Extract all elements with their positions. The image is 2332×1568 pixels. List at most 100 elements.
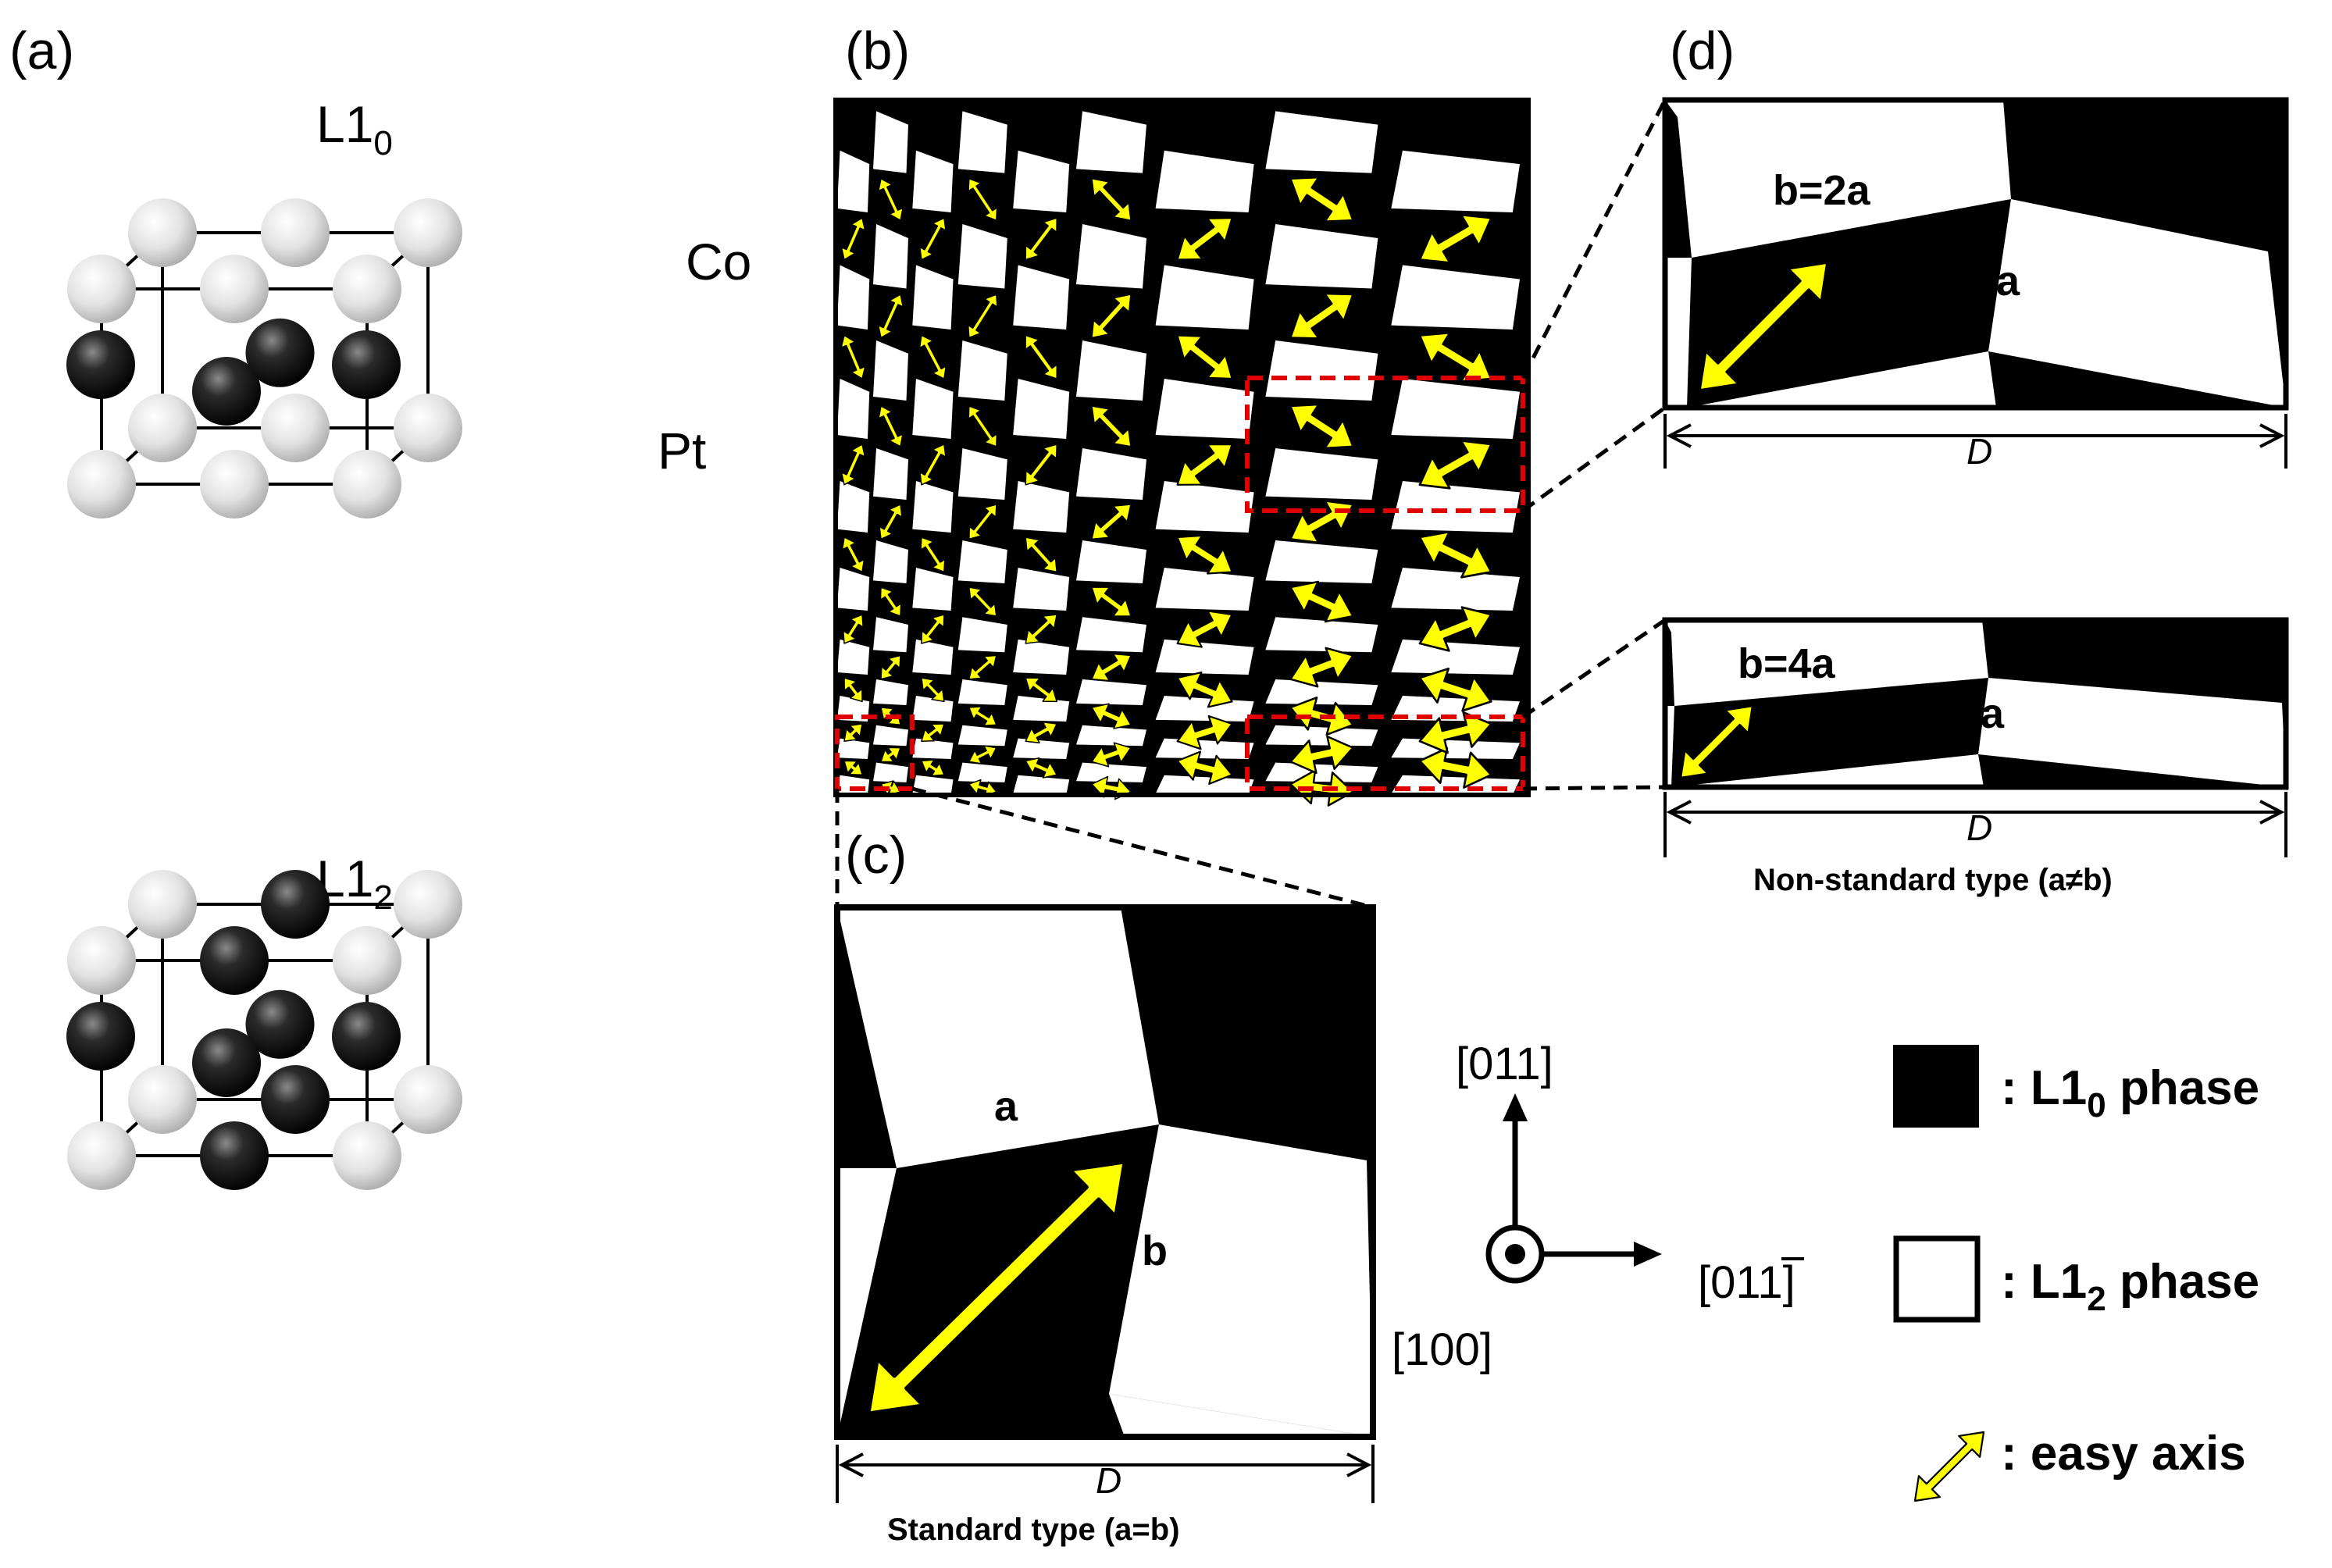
pt-atom-label: Pt [658, 422, 706, 479]
l12-domain [1076, 448, 1146, 500]
l12-domain [873, 224, 908, 289]
easy-axis-arrow [1679, 704, 1754, 779]
co-atom [67, 255, 136, 323]
l12-domain [1155, 379, 1254, 439]
l12-domain [1076, 617, 1146, 653]
axis-out-of-plane-dot [1505, 1244, 1525, 1264]
co-atom [200, 255, 269, 323]
legend-l10-swatch [1893, 1045, 1979, 1128]
pt-atom [192, 1028, 261, 1097]
l12-domain [1013, 150, 1070, 212]
l12-domain [912, 379, 954, 439]
easy-axis-arrow [1176, 443, 1233, 486]
l12-domain [1391, 568, 1521, 611]
easy-axis-arrow [1025, 217, 1057, 261]
easy-axis-arrow [1698, 261, 1829, 392]
l12-domain [1391, 379, 1521, 439]
l12-region [1665, 100, 2011, 258]
l12-region [1687, 351, 1996, 408]
connector-line [1521, 405, 1667, 513]
easy-axis-arrow [1025, 334, 1058, 380]
legend-l12-label: : L12 phase [2001, 1255, 2259, 1318]
easy-axis-arrow [968, 586, 997, 617]
easy-axis-arrow [841, 536, 865, 573]
l12-domain [1013, 775, 1070, 795]
easy-axis-arrow [843, 760, 863, 775]
easy-axis-arrow [1176, 610, 1233, 648]
l12-domain [1013, 738, 1070, 759]
easy-axis-arrow [920, 536, 946, 573]
zoom-box-b2a [1245, 376, 1525, 513]
easy-axis-arrow [866, 1160, 1127, 1416]
zoom-boxes [835, 376, 1525, 791]
easy-axis-arrow [1176, 672, 1233, 708]
legend-easy-axis-label: : easy axis [2001, 1427, 2246, 1481]
panel-a: (a) L10 L12 Co Pt [9, 21, 751, 1190]
l12-domain [912, 568, 954, 611]
easy-axis-arrow [1289, 647, 1354, 688]
l12-domain [1155, 568, 1254, 611]
l12-domain [1265, 340, 1378, 401]
l12-domain [1076, 725, 1146, 747]
l12-domain [957, 725, 1007, 747]
overbar-digit: 1 [1757, 1257, 1782, 1308]
easy-axis-arrow [1091, 178, 1132, 221]
easy-axis-arrow [968, 504, 997, 540]
l12-domain [957, 540, 1007, 583]
easy-axis-arrow [1091, 294, 1132, 339]
b2a-edge-label: a [1996, 258, 2020, 305]
l12-region [837, 907, 1159, 1168]
co-atom [128, 394, 197, 462]
pt-atom [261, 1065, 330, 1134]
crystal-axes: [011] [011] [100] [1392, 1039, 1804, 1375]
easy-axis-arrow [919, 217, 947, 261]
legend: : L10 phase : L12 phase : easy axis [1893, 1045, 2259, 1502]
easy-axis-arrow [880, 747, 901, 763]
easy-axis-arrow [1025, 444, 1057, 486]
l12-domain [1155, 775, 1254, 795]
legend-l12-swatch [1893, 1235, 1981, 1323]
easy-axis-arrow [879, 586, 902, 617]
easy-axis-arrow [1091, 742, 1132, 768]
co-atom-label: Co [686, 233, 751, 290]
easy-axis-arrow [1091, 653, 1132, 682]
easy-axis-arrow [1418, 213, 1492, 264]
easy-axis-arrow [1289, 176, 1354, 223]
co-atom [67, 926, 136, 995]
easy-axis-arrow [921, 677, 945, 703]
l12-domain [1265, 448, 1378, 500]
l12-region [1988, 199, 2286, 408]
easy-axis-arrow [1418, 711, 1492, 754]
easy-axis-arrow [877, 294, 904, 339]
easy-axis-arrow [1698, 261, 1829, 392]
easy-axis-arrow [840, 334, 866, 380]
l12-domain [1076, 224, 1146, 289]
easy-axis-arrow [968, 405, 998, 447]
l12-domain [912, 738, 954, 759]
l12-domain [1265, 679, 1378, 705]
co-atom [128, 870, 197, 939]
l12-domain [1391, 481, 1521, 533]
l12-domain [1391, 150, 1521, 212]
easy-axis-arrow [1025, 677, 1057, 703]
l12-domain [873, 340, 908, 401]
easy-axis-arrow [840, 444, 866, 486]
domain-mosaic [833, 98, 1531, 807]
easy-axis-arrow [1176, 534, 1233, 575]
zoom-connectors [835, 98, 1667, 910]
easy-axis-arrow [921, 723, 945, 742]
edge-label-b: b [1142, 1228, 1168, 1274]
easy-axis-arrow [879, 504, 903, 540]
easy-axis-arrow [843, 614, 864, 644]
easy-axis-arrow [1418, 530, 1492, 579]
non-standard-type-caption: Non-standard type (a≠b) [1753, 863, 2113, 897]
dimension-d-lower [1663, 792, 2287, 857]
l12-domain [873, 448, 908, 500]
dimension-d [836, 1445, 1375, 1503]
pt-atom [245, 989, 315, 1059]
easy-axis-arrow [968, 779, 997, 797]
easy-axis-arrow [843, 677, 863, 703]
l12-domain [836, 265, 870, 330]
l12-domain [1155, 738, 1254, 759]
l12-domain [912, 639, 954, 675]
